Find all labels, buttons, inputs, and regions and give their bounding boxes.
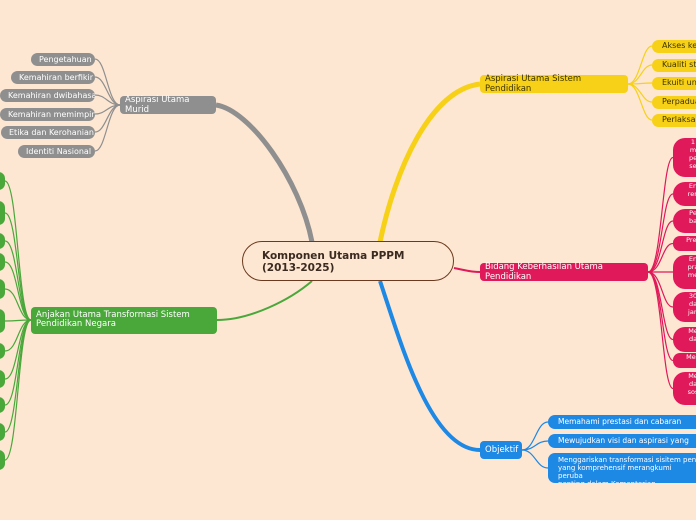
branch-aspirasi-sistem[interactable]: Aspirasi Utama Sistem Pendidikan [480,74,628,94]
branch-anjakan-utama-label: Anjakan Utama Transformasi Sistem Pendid… [36,310,190,329]
connector-line [378,280,481,452]
bidang-leaf-2[interactable]: En ren [673,182,696,206]
sistem-leaf-5[interactable]: Perlaksan [652,114,696,127]
branch-aspirasi-murid[interactable]: Aspirasi Utama Murid [120,95,216,115]
bidang-leaf-9[interactable]: Me da sos [673,372,696,405]
connector-line [627,45,653,85]
bidang-leaf-7[interactable]: Me da [673,327,696,352]
anjakan-leaf-10[interactable] [0,423,5,441]
murid-leaf-6[interactable]: Identiti Nasional [18,145,95,158]
anjakan-leaf-9[interactable] [0,397,5,413]
murid-leaf-4[interactable]: Kemahiran memimpin [0,108,95,121]
murid-leaf-2[interactable]: Kemahiran berfikir [11,71,95,84]
murid-leaf-3[interactable]: Kemahiran dwibahasa [0,89,95,102]
bidang-leaf-3[interactable]: Pe ba [673,209,696,233]
connector-line [647,193,674,273]
murid-leaf-5[interactable]: Etika dan Kerohanian [1,126,95,139]
connector-line [521,449,549,469]
connector-line [94,104,121,152]
connector-line [377,81,481,243]
connector-line [215,102,315,243]
bidang-leaf-8[interactable]: Men [673,353,696,368]
connector-line [4,288,32,321]
connector-line [647,220,674,273]
anjakan-leaf-1[interactable] [0,172,5,190]
branch-objektif-label: Objektif [485,445,519,455]
objektif-leaf-2[interactable]: Mewujudkan visi dan aspirasi yang jelas [548,434,696,448]
branch-aspirasi-sistem-label: Aspirasi Utama Sistem Pendidikan [485,74,582,94]
branch-aspirasi-murid-label: Aspirasi Utama Murid [125,95,190,115]
sistem-leaf-4[interactable]: Perpadua [652,96,696,109]
connector-line [453,267,481,273]
sistem-leaf-3[interactable]: Ekuiti unt [652,77,696,90]
anjakan-leaf-5[interactable] [0,279,5,299]
central-topic[interactable]: Komponen Utama PPPM (2013-2025) [242,241,454,281]
objektif-leaf-1[interactable]: Memahami prestasi dan cabaran semasa [548,415,696,429]
connector-line [4,180,32,321]
bidang-leaf-6[interactable]: 30 da jan [673,292,696,322]
anjakan-leaf-3[interactable] [0,233,5,249]
bidang-leaf-1[interactable]: 1 m pe se [673,138,696,177]
central-topic-title-line2: (2013-2025) [262,262,335,274]
sistem-leaf-1[interactable]: Akses kep [652,40,696,53]
connector-line [4,319,32,461]
anjakan-leaf-2[interactable] [0,201,5,225]
anjakan-leaf-11[interactable] [0,450,5,470]
objektif-leaf-3[interactable]: Menggariskan transformasi sisitem pen ya… [548,453,696,483]
connector-line [647,156,674,273]
connector-line [627,83,653,121]
anjakan-leaf-4[interactable] [0,253,5,271]
sistem-leaf-2[interactable]: Kualiti sta [652,59,696,72]
anjakan-leaf-8[interactable] [0,370,5,388]
connector-line [647,271,674,390]
branch-bidang-keberhasilan-label: Bidang Keberhasilan Utama Pendidikan [485,262,603,282]
bidang-leaf-5[interactable]: En pra me [673,255,696,289]
murid-leaf-1[interactable]: Pengetahuan [31,53,95,66]
anjakan-leaf-7[interactable] [0,343,5,359]
bidang-leaf-4[interactable]: Pres [673,236,696,251]
connector-line [647,242,674,273]
branch-bidang-keberhasilan[interactable]: Bidang Keberhasilan Utama Pendidikan [480,262,648,282]
connector-line [4,212,32,321]
anjakan-leaf-6[interactable] [0,309,5,333]
branch-anjakan-utama[interactable]: Anjakan Utama Transformasi Sistem Pendid… [31,307,217,334]
central-topic-title-line1: Komponen Utama PPPM [262,250,405,262]
connector-line [216,280,313,321]
connector-line [94,58,121,106]
connector-line [4,261,32,321]
branch-objektif[interactable]: Objektif [480,441,522,459]
